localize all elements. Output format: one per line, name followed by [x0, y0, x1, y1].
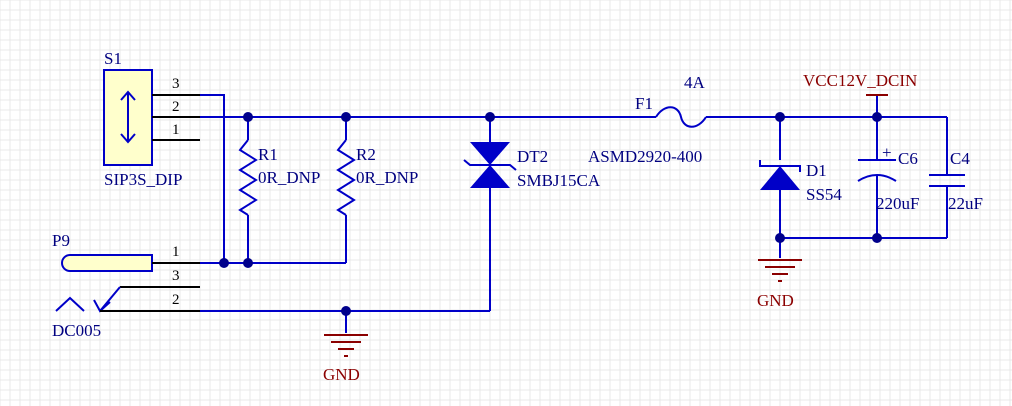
r1-value: 0R_DNP [258, 168, 320, 187]
dt2-lower-triangle [470, 165, 510, 188]
junction-dot [341, 306, 351, 316]
d1-schottky-diode[interactable]: D1 SS54 [759, 160, 842, 204]
d1-triangle [760, 166, 800, 190]
f1-rating: 4A [684, 73, 706, 92]
r2-zigzag [336, 139, 356, 216]
p9-pin-3: 3 [172, 268, 180, 284]
c6-value: 220uF [876, 194, 919, 213]
c6-polarity: + [882, 143, 892, 162]
p9-contact-icon [55, 296, 85, 312]
vcc-power-port[interactable]: VCC12V_DCIN [803, 71, 917, 96]
f1-value: ASMD2920-400 [588, 147, 702, 166]
junction-dot [219, 258, 229, 268]
c6-capacitor[interactable]: + C6 220uF [857, 143, 919, 213]
gnd-left-label: GND [323, 365, 360, 384]
dt2-bar [463, 159, 517, 171]
dt2-tvs-diode[interactable]: DT2 SMBJ15CA [463, 142, 601, 190]
s1-body [103, 69, 153, 166]
s1-pin-1: 1 [172, 122, 180, 138]
r2-value: 0R_DNP [356, 168, 418, 187]
junctions [219, 112, 882, 316]
dt2-designator: DT2 [517, 147, 548, 166]
c4-value: 22uF [948, 194, 983, 213]
s1-arrow-down-icon [120, 133, 136, 144]
gnd-right-port[interactable]: GND [757, 259, 802, 310]
s1-pin-3: 3 [172, 76, 180, 92]
junction-dot [775, 233, 785, 243]
s1-pin-2: 2 [172, 99, 180, 115]
r1-designator: R1 [258, 145, 278, 164]
p9-barrel [61, 254, 153, 272]
r2-designator: R2 [356, 145, 376, 164]
d1-cathode-bar [759, 160, 801, 172]
c6-designator: C6 [898, 149, 918, 168]
gnd-right-label: GND [757, 291, 794, 310]
d1-value: SS54 [806, 185, 842, 204]
junction-dot [243, 112, 253, 122]
f1-fuse[interactable]: 4A F1 ASMD2920-400 [588, 73, 707, 166]
junction-dot [872, 112, 882, 122]
p9-footprint: DC005 [52, 321, 101, 340]
c4-designator: C4 [950, 149, 970, 168]
gnd-left-port[interactable]: GND [323, 334, 368, 384]
s1-arrow-up-icon [120, 90, 136, 101]
wire-s1-pin3[interactable] [200, 94, 225, 263]
s1-designator: S1 [104, 49, 122, 68]
r1-zigzag [238, 139, 258, 216]
junction-dot [485, 112, 495, 122]
dt2-upper-triangle [470, 142, 510, 165]
dt2-value: SMBJ15CA [517, 171, 601, 190]
d1-designator: D1 [806, 161, 827, 180]
vcc-net-label: VCC12V_DCIN [803, 71, 917, 90]
p9-pin-1: 1 [172, 244, 180, 260]
f1-designator: F1 [635, 94, 653, 113]
c4-capacitor[interactable]: C4 22uF [929, 149, 983, 213]
s1-switch[interactable]: S1 3 2 1 SIP3S_DIP [103, 49, 200, 189]
junction-dot [775, 112, 785, 122]
junction-dot [243, 258, 253, 268]
f1-fuse-curve [655, 106, 707, 128]
s1-footprint: SIP3S_DIP [104, 170, 182, 189]
p9-designator: P9 [52, 231, 70, 250]
junction-dot [341, 112, 351, 122]
junction-dot [872, 233, 882, 243]
r2-resistor[interactable]: R2 0R_DNP [336, 139, 418, 216]
wires [200, 94, 948, 333]
p9-pin-2: 2 [172, 292, 180, 308]
r1-resistor[interactable]: R1 0R_DNP [238, 139, 320, 216]
p9-dc-jack[interactable]: P9 1 3 2 DC005 [52, 231, 200, 340]
